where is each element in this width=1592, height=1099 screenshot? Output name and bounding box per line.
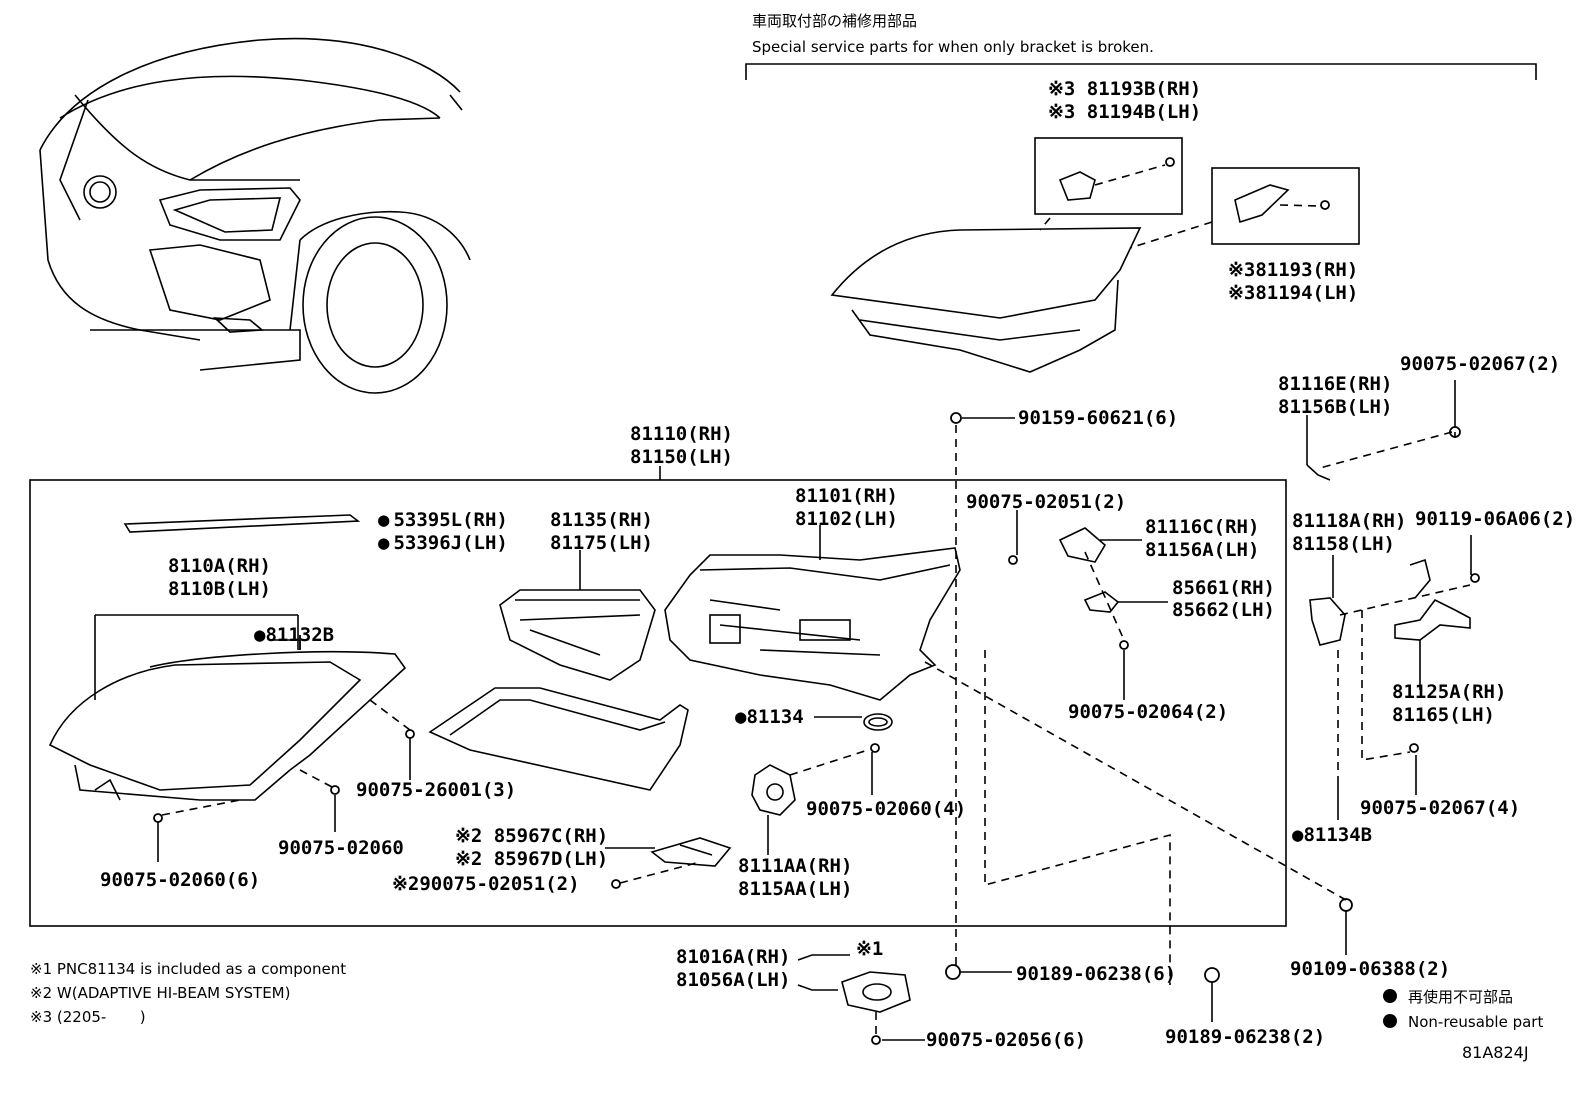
label-90189-06238-6: 90189-06238(6)	[1016, 963, 1176, 985]
label-90119-06a06: 90119-06A06(2)	[1415, 508, 1575, 530]
footnotes: ※1 PNC81134 is included as a component ※…	[30, 960, 346, 1026]
label-85661: 85661(RH)	[1172, 577, 1275, 599]
label-81116e: 81116E(RH)	[1278, 373, 1392, 395]
header-title-en: Special service parts for when only brac…	[752, 38, 1154, 56]
assembly-frame	[29, 479, 1287, 927]
label-53395l: ●53395L(RH)	[378, 509, 508, 531]
label-81134: ●81134	[735, 706, 804, 728]
headlamp-lens-outline	[830, 227, 1142, 319]
header-bracket-line	[745, 63, 1537, 80]
seal-ring	[863, 713, 893, 731]
label-90109-06388: 90109-06388(2)	[1290, 958, 1450, 980]
special-service-header: 車両取付部の補修用部品 Special service parts for wh…	[745, 12, 1537, 80]
bracket-parts	[1058, 527, 1120, 613]
label-90075-02067-4: 90075-02067(4)	[1360, 797, 1520, 819]
label-81116c: 81116C(RH)	[1145, 516, 1259, 538]
label-90075-02060-6: 90075-02060(6)	[100, 869, 260, 891]
label-90159-60621: 90159-60621(6)	[1018, 407, 1178, 429]
label-90075-02060: 90075-02060	[278, 837, 404, 859]
label-81118a: 81118A(RH)	[1292, 510, 1406, 532]
label-90189-06238-2: 90189-06238(2)	[1165, 1026, 1325, 1048]
label-note1-mark: ※1	[856, 938, 883, 960]
label-85967c: ※2 85967C(RH)	[455, 825, 608, 847]
label-81193b: ※3 81193B(RH)	[1048, 78, 1201, 100]
label-90075-02064: 90075-02064(2)	[1068, 701, 1228, 723]
label-81156a: 81156A(LH)	[1145, 539, 1259, 561]
note-2: ※2 W(ADAPTIVE HI-BEAM SYSTEM)	[30, 984, 290, 1002]
headlamp-bracket-view	[830, 137, 1360, 373]
label-85967d: ※2 85967D(LH)	[455, 848, 608, 870]
legend-en: Non-reusable part	[1408, 1013, 1543, 1031]
label-8110b: 8110B(LH)	[168, 578, 271, 600]
legend-dot-2	[1383, 1014, 1397, 1028]
header-title-jp: 車両取付部の補修用部品	[752, 12, 917, 30]
label-81158: 81158(LH)	[1292, 533, 1395, 555]
aiming-cover	[841, 971, 911, 1013]
bracket-box	[1211, 167, 1360, 245]
vehicle-front-illustration	[39, 37, 471, 394]
label-81165: 81165(LH)	[1392, 704, 1495, 726]
label-81135: 81135(RH)	[550, 509, 653, 531]
side-brackets	[1306, 464, 1471, 646]
label-90075-02067-2: 90075-02067(2)	[1400, 353, 1560, 375]
headlamp-housing	[664, 547, 961, 701]
hi-beam-ecu	[650, 837, 732, 867]
label-81193: ※381193(RH)	[1228, 259, 1358, 281]
label-8111aa: 8111AA(RH)	[738, 855, 852, 877]
bezel-module	[499, 589, 656, 681]
label-81132b: ●81132B	[254, 624, 334, 646]
label-90075-02051-2: 90075-02051(2)	[966, 491, 1126, 513]
part-labels: ※3 81193B(RH) ※3 81194B(LH) ※381193(RH) …	[100, 78, 1575, 1051]
diagram-code: 81A824J	[1462, 1043, 1529, 1062]
legend-dot-1	[1383, 989, 1397, 1003]
non-reusable-mark: ●	[378, 509, 390, 531]
label-81194b: ※3 81194B(LH)	[1048, 101, 1201, 123]
lens-gasket-strip	[123, 514, 361, 533]
note-1: ※1 PNC81134 is included as a component	[30, 960, 346, 978]
non-reusable-mark: ●	[1292, 824, 1304, 846]
label-81156b: 81156B(LH)	[1278, 396, 1392, 418]
label-8115aa: 8115AA(LH)	[738, 878, 852, 900]
label-81102: 81102(LH)	[795, 508, 898, 530]
label-8110a: 8110A(RH)	[168, 555, 271, 577]
leader-lines	[157, 380, 1472, 1041]
label-90075-02056: 90075-02056(6)	[926, 1029, 1086, 1051]
bracket-b-box	[1034, 137, 1183, 215]
label-90075-26001: 90075-26001(3)	[356, 779, 516, 801]
lower-bezel	[428, 687, 689, 791]
non-reusable-mark: ●	[254, 624, 266, 646]
non-reusable-mark: ●	[378, 532, 390, 554]
label-81016a: 81016A(RH)	[676, 946, 790, 968]
label-81194: ※381194(LH)	[1228, 282, 1358, 304]
label-85662: 85662(LH)	[1172, 599, 1275, 621]
label-90075-02060-4: 90075-02060(4)	[806, 798, 966, 820]
label-81134b: ●81134B	[1292, 824, 1372, 846]
label-81150: 81150(LH)	[630, 446, 733, 468]
label-81125a: 81125A(RH)	[1392, 681, 1506, 703]
label-90075-02051-2b: ※290075-02051(2)	[392, 873, 580, 895]
levelling-actuator	[751, 764, 796, 816]
label-81110: 81110(RH)	[630, 423, 733, 445]
legend: 再使用不可部品 Non-reusable part 81A824J	[1383, 988, 1543, 1062]
label-81101: 81101(RH)	[795, 485, 898, 507]
label-81056a: 81056A(LH)	[676, 969, 790, 991]
note-3: ※3 (2205- )	[30, 1008, 146, 1026]
label-53396j: ●53396J(LH)	[378, 532, 508, 554]
non-reusable-mark: ●	[735, 706, 747, 728]
headlamp-lens	[48, 614, 407, 801]
legend-jp: 再使用不可部品	[1408, 988, 1513, 1006]
label-81175: 81175(LH)	[550, 532, 653, 554]
